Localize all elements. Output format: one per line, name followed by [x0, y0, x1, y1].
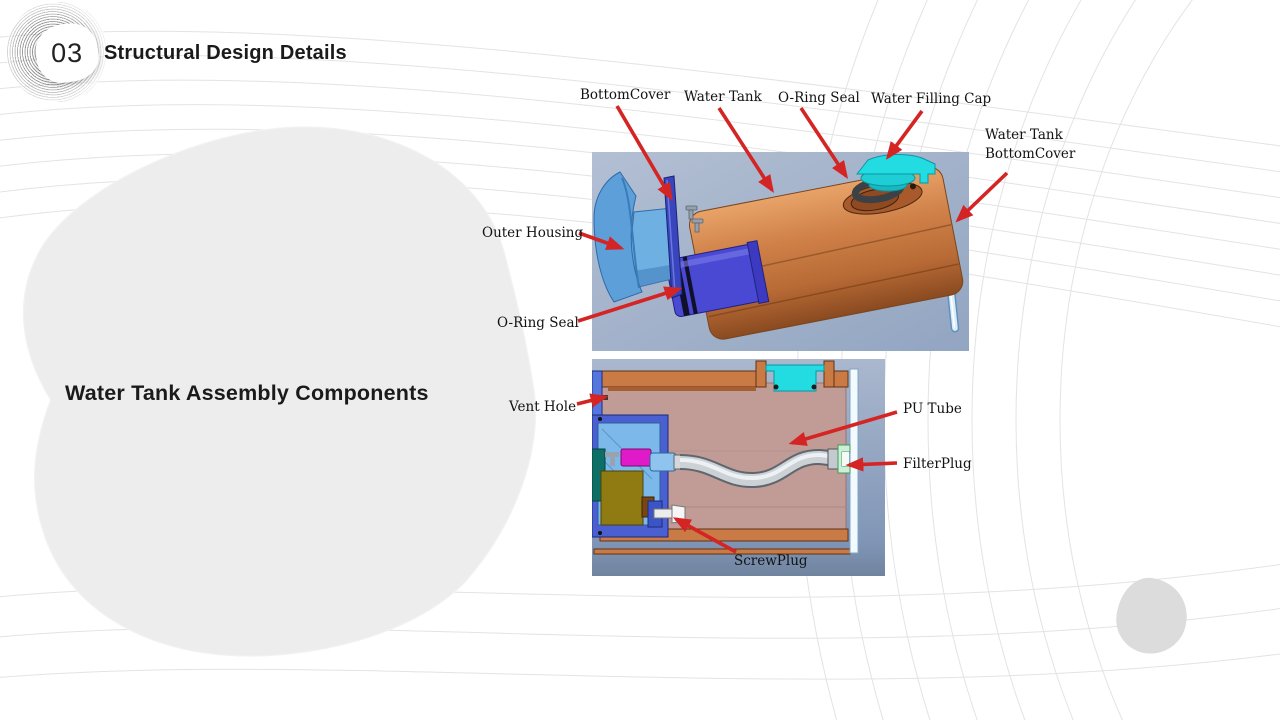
callout-water-tank-bottomcover: Water Tank BottomCover — [985, 127, 1076, 162]
badge-number: 03 — [50, 37, 84, 68]
bottom-cover-strip-shape — [849, 368, 859, 554]
callout-bottom-cover: BottomCover — [580, 87, 671, 103]
assembly-caption: Water Tank Assembly Components — [65, 381, 429, 405]
screws-shape — [685, 205, 704, 233]
callout-outer-housing: Outer Housing — [482, 225, 584, 241]
cross-section-image — [592, 359, 885, 576]
left-assembly-shape — [592, 370, 685, 538]
callout-screw-plug: ScrewPlug — [734, 553, 808, 569]
cap-cross-section-shape — [765, 364, 825, 392]
corner-blob — [1116, 577, 1187, 654]
callout-filter-plug: FilterPlug — [903, 456, 972, 472]
callout-o-ring-seal-top: O-Ring Seal — [778, 90, 860, 106]
section-number-badge: 03 — [6, 2, 108, 102]
pu-tube-shape — [679, 449, 839, 488]
callout-water-tank: Water Tank — [684, 89, 762, 105]
inner-cylinder-shape — [665, 240, 770, 317]
exploded-view-image — [592, 152, 969, 351]
left-blob-group — [22, 126, 537, 657]
callout-pu-tube: PU Tube — [903, 401, 962, 417]
slide-title: Structural Design Details — [104, 42, 347, 64]
callout-water-filling-cap: Water Filling Cap — [871, 91, 992, 107]
callout-vent-hole: Vent Hole — [509, 399, 577, 415]
filter-plug-shape — [827, 444, 851, 474]
callout-o-ring-seal-left: O-Ring Seal — [497, 315, 579, 331]
